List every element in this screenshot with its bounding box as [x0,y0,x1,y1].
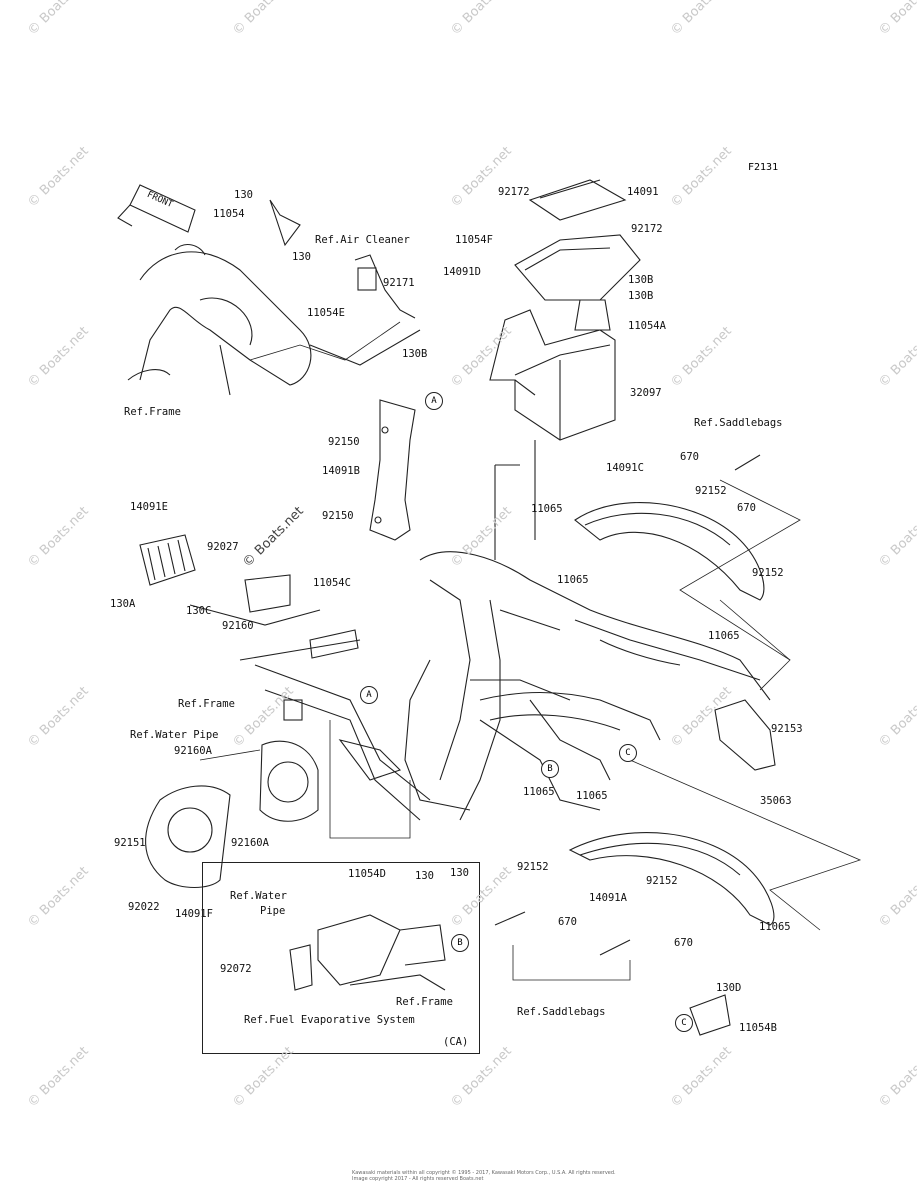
callout-92151: 92151 [114,837,146,849]
callout-92171: 92171 [383,277,415,289]
callout-11065-f: 11065 [759,921,791,933]
callout-ref-frame-top: Ref.Frame [124,406,181,418]
figure-code: F2131 [748,162,779,173]
callout-92172-b: 92172 [631,223,663,235]
callout-92160: 92160 [222,620,254,632]
callout-92160a-a: 92160A [174,745,212,757]
callout-130-mid: 130 [292,251,311,263]
callout-14091: 14091 [627,186,659,198]
callout-670-c: 670 [558,916,577,928]
callout-130a: 130A [110,598,136,610]
callout-11065-c: 11065 [708,630,740,642]
callout-ref-water: Ref.Water [230,890,287,902]
callout-130c: 130C [186,605,212,617]
callout-11065-b: 11065 [557,574,589,586]
front-arrow-shape [129,184,196,233]
callout-130b-r2: 130B [628,290,654,302]
callout-670-d: 670 [674,937,693,949]
callout-11054b: 11054B [739,1022,777,1034]
callout-92152-b: 92152 [752,567,784,579]
callout-92150-b: 92150 [322,510,354,522]
ref-circle-c: C [675,1014,693,1032]
callout-14091f: 14091F [175,908,213,920]
ref-circle-c: C [619,744,637,762]
callout-92152-a: 92152 [695,485,727,497]
callout-14091e: 14091E [130,501,168,513]
ref-circle-b: B [541,760,559,778]
ref-circle-a: A [425,392,443,410]
ref-circle-a: A [360,686,378,704]
callout-14091d: 14091D [443,266,481,278]
ca-box-label: (CA) [443,1036,469,1048]
callout-92152-d: 92152 [646,875,678,887]
callout-92172-a: 92172 [498,186,530,198]
callout-130-ca-a: 130 [415,870,434,882]
callout-ref-water-pipe: Ref.Water Pipe [130,729,219,741]
callout-32097: 32097 [630,387,662,399]
callout-92152-c: 92152 [517,861,549,873]
callout-14091a: 14091A [589,892,627,904]
callout-11054f: 11054F [455,234,493,246]
callout-92150-a: 92150 [328,436,360,448]
callout-11054c: 11054C [313,577,351,589]
callout-ref-frame-mid: Ref.Frame [178,698,235,710]
callout-ref-saddlebags-bot: Ref.Saddlebags [517,1006,606,1018]
copyright-notice: Kawasaki materials within all copyright … [352,1170,616,1182]
callout-130-top: 130 [234,189,253,201]
callout-ref-saddlebags-top: Ref.Saddlebags [694,417,783,429]
callout-ref-fuel: Ref.Fuel Evaporative System [244,1014,415,1026]
callout-670-b: 670 [737,502,756,514]
callout-92153: 92153 [771,723,803,735]
callout-130b-r1: 130B [628,274,654,286]
callout-130b-left: 130B [402,348,428,360]
callout-14091b: 14091B [322,465,360,477]
callout-92022: 92022 [128,901,160,913]
callout-11054a: 11054A [628,320,666,332]
callout-11065-a: 11065 [531,503,563,515]
callout-670-a: 670 [680,451,699,463]
callout-ref-air-cleaner: Ref.Air Cleaner [315,234,410,246]
callout-11065-d: 11065 [523,786,555,798]
callout-ref-frame-ca: Ref.Frame [396,996,453,1008]
callout-pipe: Pipe [260,905,286,917]
callout-35063: 35063 [760,795,792,807]
callout-14091c: 14091C [606,462,644,474]
callout-11065-e: 11065 [576,790,608,802]
callout-130d: 130D [716,982,742,994]
copyright-line: Image copyright 2017 - All rights reserv… [352,1176,484,1182]
callout-130-ca-b: 130 [450,867,469,879]
copyright-line: Kawasaki materials within all copyright … [352,1170,616,1176]
callout-92072: 92072 [220,963,252,975]
callout-11054e: 11054E [307,307,345,319]
callout-11054d: 11054D [348,868,386,880]
callout-92160a-b: 92160A [231,837,269,849]
ca-variant-box: (CA) [202,862,480,1054]
callout-11054: 11054 [213,208,245,220]
ref-circle-b: B [451,934,469,952]
callout-92027: 92027 [207,541,239,553]
